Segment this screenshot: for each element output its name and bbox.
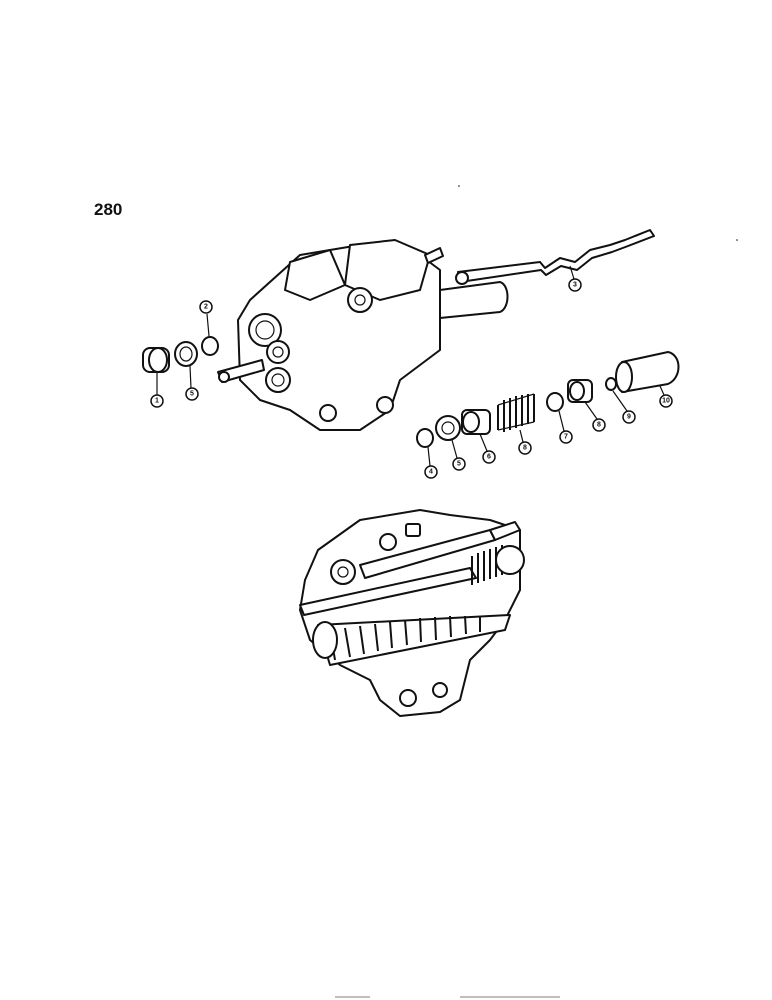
part-1-nut bbox=[142, 347, 170, 373]
callout-4: 4 bbox=[424, 465, 438, 479]
svg-text:2: 2 bbox=[204, 304, 208, 311]
callout-6: 6 bbox=[482, 450, 496, 464]
callout-8-spring: 8 bbox=[518, 441, 532, 455]
svg-text:5: 5 bbox=[190, 391, 194, 398]
callout-5-left: 5 bbox=[185, 387, 199, 401]
part-6-spring bbox=[497, 393, 535, 432]
svg-text:5: 5 bbox=[457, 461, 461, 468]
part-9-oring bbox=[605, 377, 617, 391]
valve-body-illustration bbox=[217, 239, 509, 431]
callout-10: 10 bbox=[659, 394, 673, 408]
cutaway-valve-assembly-illustration bbox=[299, 509, 525, 717]
part-8-seat bbox=[567, 379, 593, 403]
svg-text:3: 3 bbox=[573, 282, 577, 289]
callout-1: 1 bbox=[150, 394, 164, 408]
callout-3: 3 bbox=[568, 278, 582, 292]
part-5-washer-left bbox=[174, 341, 198, 367]
svg-text:6: 6 bbox=[487, 454, 491, 461]
callout-9: 9 bbox=[622, 410, 636, 424]
part-6-seat bbox=[461, 409, 491, 435]
svg-text:7: 7 bbox=[564, 434, 568, 441]
svg-text:4: 4 bbox=[429, 469, 433, 476]
figure-number: 280 bbox=[94, 200, 123, 219]
part-10-cap bbox=[615, 351, 680, 393]
callout-2: 2 bbox=[199, 300, 213, 314]
svg-text:1: 1 bbox=[155, 398, 159, 405]
spool-shaft-illustration bbox=[455, 229, 655, 285]
part-5-washer-right bbox=[435, 415, 461, 441]
svg-text:8: 8 bbox=[597, 422, 601, 429]
svg-text:10: 10 bbox=[662, 398, 670, 405]
scan-artifacts bbox=[335, 185, 738, 998]
svg-text:9: 9 bbox=[627, 414, 631, 421]
callout-7: 7 bbox=[559, 430, 573, 444]
callout-5-right: 5 bbox=[452, 457, 466, 471]
part-4-oring bbox=[416, 428, 434, 448]
svg-text:8: 8 bbox=[523, 445, 527, 452]
part-7-washer bbox=[546, 392, 564, 412]
part-2-oring bbox=[201, 336, 219, 356]
callout-8-seat: 8 bbox=[592, 418, 606, 432]
callout-leaders bbox=[156, 265, 665, 467]
